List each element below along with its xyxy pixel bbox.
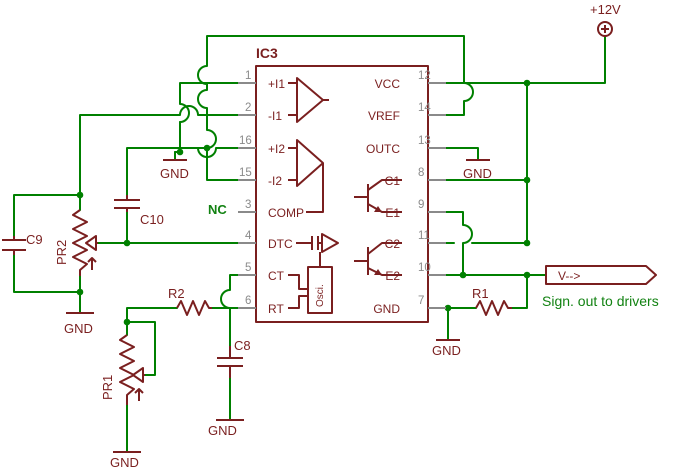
oscillator-label: Osci. (315, 284, 326, 307)
c10-label: C10 (140, 212, 164, 227)
resistor-r2 (176, 300, 212, 316)
gnd-label: GND (432, 343, 461, 358)
pin-label: DTC (268, 237, 293, 251)
wires (13, 35, 606, 453)
pin-label: OUTC (366, 142, 400, 156)
pin-number: 13 (418, 135, 431, 147)
pin-number: 9 (418, 199, 424, 211)
pin-label: COMP (268, 206, 304, 220)
capacitor-c9 (2, 236, 26, 255)
pin-number: 11 (418, 230, 430, 242)
pr1-label: PR1 (100, 375, 115, 400)
junctions (76, 79, 531, 326)
pin-number: 14 (418, 102, 431, 114)
pin-number: 8 (418, 167, 424, 179)
resistor-r1 (475, 300, 512, 316)
pin-label: +I1 (268, 77, 285, 91)
power-supply: +12V (590, 2, 621, 37)
pin-number: 15 (239, 167, 252, 179)
ic3-name: IC3 (256, 45, 278, 61)
pin-label: GND (373, 302, 400, 316)
output-connector: V--> (545, 265, 657, 285)
pin-label: VREF (368, 109, 400, 123)
potentiometer-pr1 (119, 334, 145, 405)
transistor-2-symbol (354, 242, 402, 276)
output-connector-text: V--> (558, 269, 580, 283)
pin-number: 3 (245, 199, 251, 211)
nc-label: NC (208, 202, 227, 217)
pin-label: VCC (375, 77, 401, 91)
pin-number: 12 (418, 70, 431, 82)
gnd-label: GND (110, 455, 139, 470)
capacitor-c10 (114, 195, 140, 212)
r2-label: R2 (168, 286, 185, 301)
pin-number: 1 (245, 70, 251, 82)
pin-number: 16 (239, 135, 252, 147)
pin-label: RT (268, 302, 284, 316)
ic3-chip: IC3 1 2 16 15 3 4 5 6 12 14 13 8 9 11 10… (238, 45, 446, 323)
output-description: Sign. out to drivers (542, 293, 659, 309)
gnd-label: GND (208, 423, 237, 438)
gnd-label: GND (463, 166, 492, 181)
pin-number: 6 (245, 295, 251, 307)
pin-number: 4 (245, 230, 252, 242)
c9-label: C9 (26, 232, 43, 247)
ground-symbols (66, 159, 490, 453)
dtc-comparator-symbol (321, 233, 339, 253)
potentiometer-pr2 (72, 209, 98, 276)
pin-label: -I2 (268, 174, 282, 188)
gnd-label: GND (160, 166, 189, 181)
ic3-body (255, 65, 429, 323)
capacitor-c8 (217, 346, 243, 378)
c8-label: C8 (234, 338, 251, 353)
pin-number: 7 (418, 295, 424, 307)
r1-label: R1 (472, 286, 489, 301)
pin-number: 2 (245, 102, 251, 114)
opamp-2-symbol (296, 139, 324, 187)
pin-label: +I2 (268, 142, 285, 156)
pin-number: 5 (245, 262, 251, 274)
pin-number: 10 (418, 262, 431, 274)
transistor-1-symbol (354, 179, 402, 213)
pin-label: CT (268, 269, 285, 283)
gnd-label: GND (64, 321, 93, 336)
svg-text:+12V: +12V (590, 2, 621, 17)
opamp-1-symbol (296, 77, 324, 123)
pr2-label: PR2 (54, 240, 69, 265)
pin-label: -I1 (268, 109, 282, 123)
